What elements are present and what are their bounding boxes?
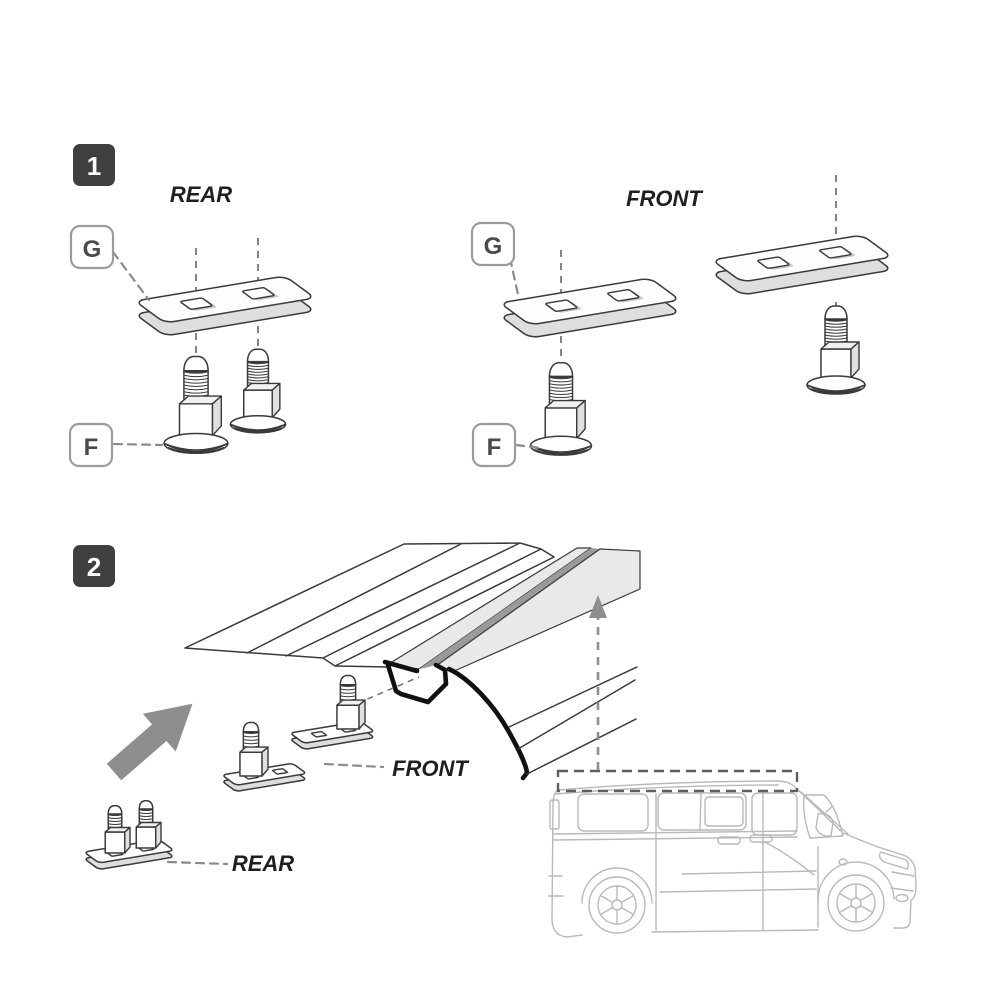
van-door-handle [749,834,773,843]
part-label-f-rear: F [68,422,164,468]
rear-fitting-assembly: REAR [83,800,294,876]
roof-side-band [435,548,641,673]
van-rear-bumper-lines [548,875,564,897]
label-letter-f: F [84,434,99,461]
step-number-box [73,144,115,186]
van-headlight [878,851,909,870]
label-box [471,422,517,468]
label-letter-g: G [484,233,503,260]
label-leader-line [111,250,151,302]
rear-title: REAR [170,182,232,207]
van-window-pane [704,796,744,827]
label-leader-line [514,443,542,450]
bolt-part-illustration [229,348,287,434]
slide-direction-arrow-icon [106,703,193,781]
step1-badge: 1 [73,144,115,186]
roof-sheet-lines [184,542,555,668]
van-fog-light [895,893,909,903]
step2-badge: 2 [73,545,115,587]
part-label-f-front: F [471,422,542,468]
van-bumper-lines [890,871,915,892]
van-windshield [800,791,849,835]
van-window [751,792,798,836]
bolt-part-illustration [529,361,593,456]
label-leader-line [508,256,521,301]
upward-arrowhead-icon [589,595,607,618]
label-leader-line [112,442,164,447]
front-title: FRONT [626,186,703,211]
van-fuel-cap [838,858,848,866]
roof-highlight-box [556,769,799,793]
roof-side-lines [508,666,638,775]
label-box [68,422,114,468]
front-fitting-assembly: FRONT [221,674,469,792]
bolt-part-illustration [163,355,229,455]
plate-part-illustration [711,234,893,296]
part-label-g-rear: G [69,224,151,302]
plate-part-illustration [499,277,681,339]
step1-rear-group: REAR G F [68,182,316,468]
van-body-lines [553,791,819,931]
step-number: 2 [87,552,101,582]
van-door-handle [717,836,741,845]
label-letter-f: F [487,434,502,461]
rail-groove-strip [419,548,600,669]
roof-rail-illustration [184,542,641,781]
stud-bolt-illustration [239,721,269,777]
alignment-dashes-rear [195,238,259,366]
rear-label-leader [166,860,229,866]
step2-front-label: FRONT [392,756,469,781]
roof-to-rail-arrow [589,595,607,770]
step-number-box [73,545,115,587]
van-mirror [815,805,834,837]
bolt-part-illustration [806,305,866,395]
van-rear-wheel [588,876,646,934]
step2-rear-label: REAR [232,851,294,876]
label-box [69,224,115,270]
van-body-outline [551,780,917,938]
van-vent-window [802,794,844,839]
van-illustration [548,780,917,938]
van-window [657,792,747,831]
stud-bolt-illustration [135,800,162,849]
stud-bolt-illustration [104,805,131,854]
van-window-slider [699,793,702,830]
step1-section: 1 REAR G F FRONT [68,144,893,468]
step-number: 1 [87,151,101,181]
van-tail-lamp [549,799,560,830]
label-box [470,221,516,267]
front-label-leader [323,762,385,769]
van-window [577,793,649,832]
step1-front-group: FRONT G F [470,175,893,468]
alignment-dashes-front [560,175,837,371]
stud-bolt-illustration [336,674,366,730]
channel-cross-section [382,659,530,781]
van-front-wheel [827,874,885,932]
part-label-g-front: G [470,221,521,301]
step2-section: 2 FRONT RE [73,542,917,938]
label-letter-g: G [83,236,102,263]
plate-part-illustration [134,275,316,337]
